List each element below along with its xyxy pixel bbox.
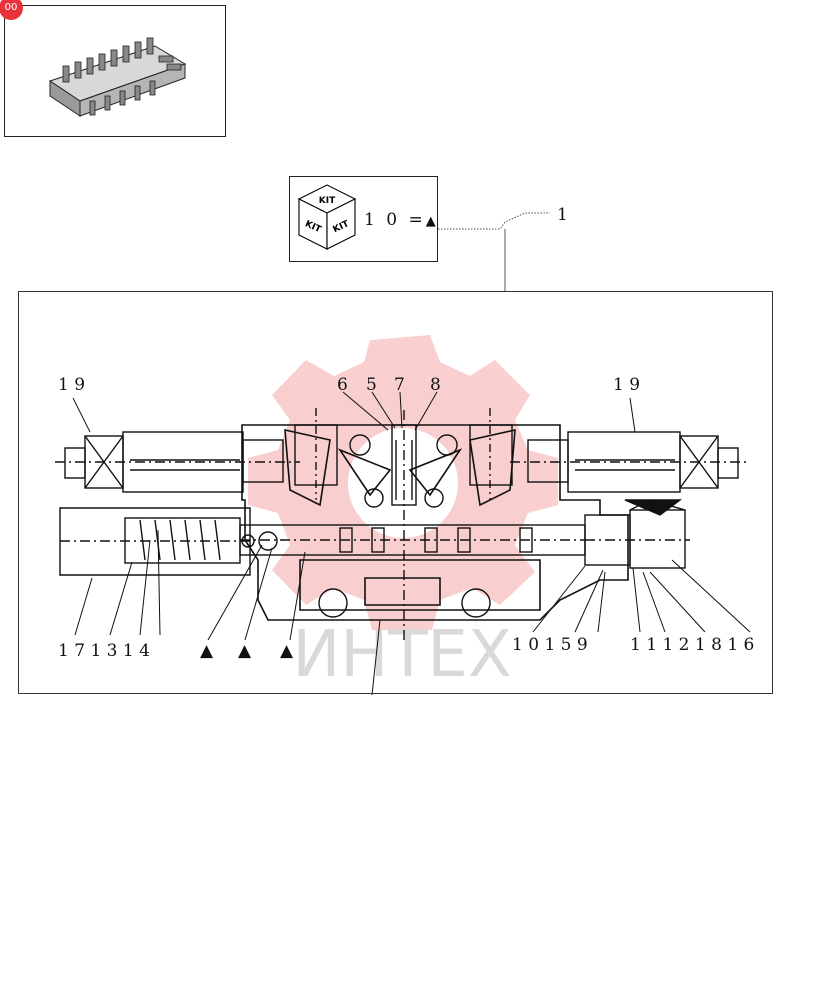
callout-7: 7: [394, 375, 405, 395]
page-badge: 00: [0, 0, 23, 20]
callout-bottom-right: 1 0 1 5 9: [512, 635, 588, 655]
kit-marker-1: ▲: [200, 641, 214, 661]
kit-box[interactable]: KIT KIT KIT 1 0 =▲: [289, 176, 438, 262]
callout-bottom-left: 1 7 1 3 1 4: [58, 641, 150, 661]
kit-box-icon: KIT KIT KIT: [297, 184, 357, 250]
pilot-section: [294, 408, 513, 640]
valve-body: [241, 424, 629, 621]
kit-reference[interactable]: 1 0 =▲: [364, 210, 436, 230]
callout-bottom-far-right: 1 1 1 2 1 8 1 6: [630, 635, 754, 655]
callout-main: 1: [557, 205, 568, 225]
section-frame: [18, 291, 773, 694]
kit-label-top: KIT: [319, 196, 336, 206]
callout-solenoid-right: 1 9: [613, 375, 640, 395]
callout-5: 5: [366, 375, 377, 395]
assembly-thumbnail[interactable]: 00: [0, 0, 226, 137]
callout-solenoid-left: 1 9: [58, 375, 85, 395]
kit-ref-number: 1 0 =: [364, 210, 426, 230]
leader-lines: [72, 391, 751, 696]
right-solenoid: [510, 431, 748, 493]
left-spring-cap: [59, 507, 251, 576]
watermark-gear-icon: [248, 335, 558, 630]
kit-marker-3: ▲: [280, 641, 294, 661]
left-solenoid: [55, 431, 300, 493]
callout-8: 8: [430, 375, 441, 395]
right-end-cap: [584, 499, 690, 569]
callout-6: 6: [337, 375, 348, 395]
kit-triangle-icon: ▲: [425, 214, 436, 229]
kit-marker-2: ▲: [238, 641, 252, 661]
watermark-text: ИНТЕХ: [292, 618, 511, 692]
valve-block-thumbnail-icon: [48, 37, 187, 117]
